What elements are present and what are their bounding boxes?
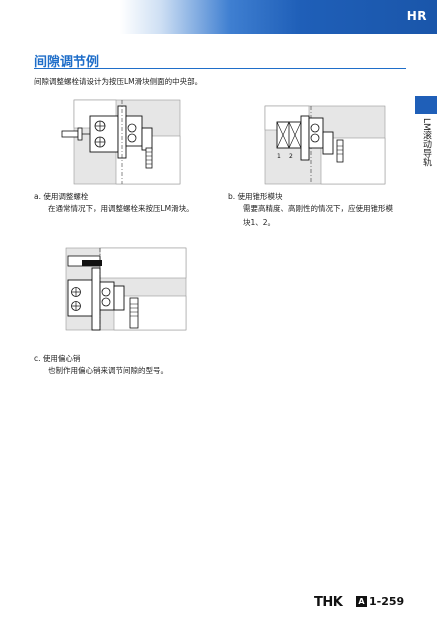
caption-b-line-1: 需要高精度、高刚性的情况下，应使用锥形模 bbox=[243, 204, 393, 213]
caption-c-title: c. 使用偏心销 bbox=[34, 354, 81, 363]
caption-c-line-1: 也制作用偏心销来调节间隙的型号。 bbox=[48, 366, 168, 375]
caption-c-body: 也制作用偏心销来调节间隙的型号。 bbox=[48, 364, 168, 378]
gib-label-2: 2 bbox=[289, 153, 293, 160]
page-number-text: 1-259 bbox=[369, 595, 405, 608]
title-rule bbox=[34, 68, 406, 69]
caption-b-body: 需要高精度、高刚性的情况下，应使用锥形模 块1、2。 bbox=[243, 202, 393, 230]
page-title: 间隙调节例 bbox=[34, 55, 100, 70]
page-number: A 1-259 bbox=[356, 595, 404, 608]
header-band bbox=[0, 0, 437, 34]
brand-logo: THK bbox=[314, 595, 343, 610]
caption-a-line-1: 在通常情况下，用调整螺栓来按压LM滑块。 bbox=[48, 204, 194, 213]
side-tab-marker bbox=[415, 96, 437, 114]
caption-a-title: a. 使用调整螺栓 bbox=[34, 192, 89, 201]
figure-b-tapered-gib: 1 2 bbox=[263, 104, 387, 186]
caption-a-body: 在通常情况下，用调整螺栓来按压LM滑块。 bbox=[48, 202, 194, 216]
figure-c-eccentric-pin bbox=[64, 246, 188, 332]
section-badge-icon: A bbox=[356, 596, 367, 607]
caption-b-title: b. 使用锥形模块 bbox=[228, 192, 283, 201]
gib-label-1: 1 bbox=[277, 153, 281, 160]
intro-text: 间隙调整螺栓请设计为按压LM滑块侧面的中央部。 bbox=[34, 77, 203, 86]
section-label: HR bbox=[406, 9, 427, 23]
figure-a-adjusting-bolt bbox=[60, 98, 184, 186]
side-tab-text: LM滚动导轨 bbox=[421, 118, 431, 167]
caption-b-line-2: 块1、2。 bbox=[243, 218, 276, 227]
